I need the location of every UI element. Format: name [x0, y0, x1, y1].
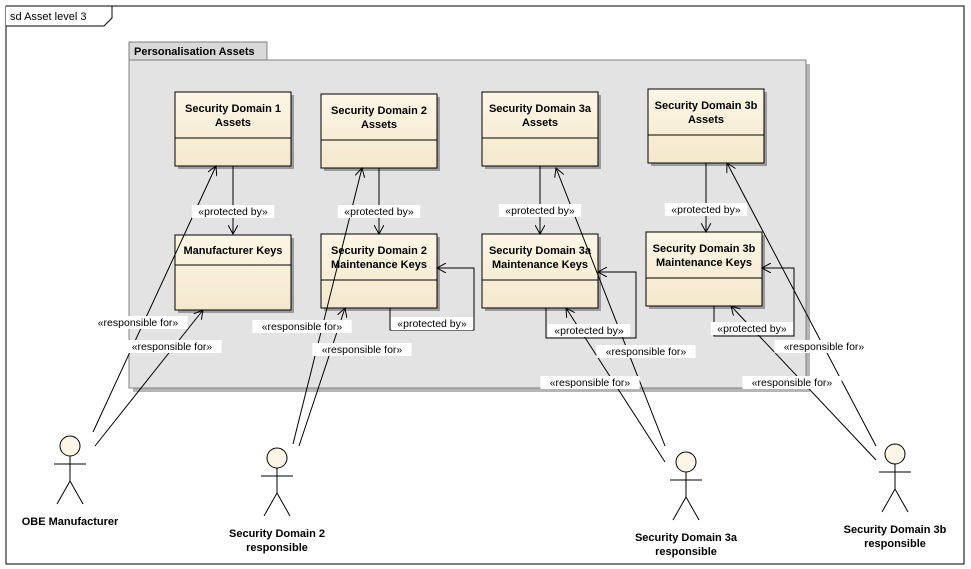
edge-label-protected-by: «protected by»: [337, 205, 421, 218]
edge-label-responsible-for: «responsible for»: [540, 376, 640, 389]
edge-label-responsible-for: «responsible for»: [312, 343, 412, 356]
edge-label-responsible-for: «responsible for»: [122, 340, 222, 353]
edge-label-protected-by: «protected by»: [710, 322, 794, 335]
class-name-line: Security Domain 3a: [489, 245, 592, 257]
actor-label: Security Domain 3b: [844, 524, 947, 536]
edge-label-text: «responsible for»: [784, 341, 865, 353]
edge-label-text: «responsible for»: [550, 377, 631, 389]
edge-label-text: «responsible for»: [98, 317, 179, 329]
edge-label-responsible-for: «responsible for»: [596, 345, 696, 358]
class-box-sd3b-keys[interactable]: Security Domain 3b Maintenance Keys: [645, 231, 765, 309]
class-name-line: Assets: [688, 114, 724, 126]
class-name-line: Security Domain 3a: [489, 103, 592, 115]
class-box-sd3a-keys[interactable]: Security Domain 3a Maintenance Keys: [481, 233, 601, 311]
actor-label: responsible: [246, 542, 308, 554]
class-name-line: Maintenance Keys: [656, 257, 752, 269]
class-name-line: Security Domain 3b: [653, 243, 756, 255]
edge-label-protected-by: «protected by»: [547, 324, 631, 337]
class-box-sd3b-assets[interactable]: Security Domain 3b Assets: [647, 88, 767, 166]
edge-label-text: «responsible for»: [752, 377, 833, 389]
class-name-line: Maintenance Keys: [492, 259, 588, 271]
actor-label: Security Domain 2: [229, 528, 325, 540]
class-name-line: Security Domain 1: [185, 103, 281, 115]
actor-label: OBE Manufacturer: [22, 516, 119, 528]
class-name-line: Assets: [215, 117, 251, 129]
actor-head-icon: [59, 435, 81, 457]
edge-label-responsible-for: «responsible for»: [88, 316, 188, 329]
class-box-sd2-keys[interactable]: Security Domain 2 Maintenance Keys: [320, 233, 440, 311]
class-name-line: Security Domain 2: [331, 245, 427, 257]
edge-label-protected-by: «protected by»: [191, 205, 275, 218]
edge-label-text: «responsible for»: [606, 346, 687, 358]
actor-label: responsible: [655, 546, 717, 558]
frame-title: sd Asset level 3: [10, 11, 86, 23]
class-name-line: Security Domain 2: [331, 105, 427, 117]
actor-obe[interactable]: OBE Manufacturer: [22, 435, 119, 528]
class-box-sd1-assets[interactable]: Security Domain 1 Assets: [174, 91, 294, 169]
actor-sd3a[interactable]: Security Domain 3a responsible: [635, 451, 738, 558]
edge-label-responsible-for: «responsible for»: [252, 320, 352, 333]
edge-label-protected-by: «protected by»: [664, 203, 748, 216]
class-box-sd3a-assets[interactable]: Security Domain 3a Assets: [481, 91, 601, 169]
edge-label-text: «protected by»: [717, 323, 787, 335]
actor-head-icon: [266, 447, 288, 469]
class-name-line: Assets: [361, 119, 397, 131]
edge-label-text: «protected by»: [397, 318, 467, 330]
edge-label-text: «protected by»: [671, 204, 741, 216]
edge-label-text: «responsible for»: [322, 344, 403, 356]
actor-head-icon: [884, 443, 906, 465]
class-box-man-keys[interactable]: Manufacturer Keys: [174, 234, 294, 313]
actor-sd2[interactable]: Security Domain 2 responsible: [229, 447, 325, 554]
actor-label: Security Domain 3a: [635, 532, 738, 544]
self-loop-sd2-keys: [389, 268, 475, 331]
edge-label-text: «protected by»: [554, 325, 624, 337]
package-title: Personalisation Assets: [134, 46, 255, 58]
edge-label-protected-by: «protected by»: [390, 317, 474, 330]
actor-head-icon: [675, 451, 697, 473]
edge-label-responsible-for: «responsible for»: [774, 340, 874, 353]
class-name-line: Maintenance Keys: [331, 259, 427, 271]
responsible-obe-man-keys: [94, 310, 203, 447]
edge-label-text: «protected by»: [198, 206, 268, 218]
actor-sd3b[interactable]: Security Domain 3b responsible: [844, 443, 947, 550]
edge-label-text: «protected by»: [505, 205, 575, 217]
class-box-sd2-assets[interactable]: Security Domain 2 Assets: [320, 93, 440, 171]
edge-label-text: «responsible for»: [262, 321, 343, 333]
self-loop-sd3a-keys: [545, 272, 637, 339]
actor-label: responsible: [864, 538, 926, 550]
edge-label-text: «protected by»: [344, 206, 414, 218]
class-name-line: Manufacturer Keys: [183, 245, 282, 257]
class-name-line: Security Domain 3b: [655, 100, 758, 112]
edge-label-responsible-for: «responsible for»: [742, 376, 842, 389]
class-name-line: Assets: [522, 117, 558, 129]
edge-label-text: «responsible for»: [132, 341, 213, 353]
edge-label-protected-by: «protected by»: [498, 204, 582, 217]
responsible-sd3b-assets: [727, 163, 877, 447]
